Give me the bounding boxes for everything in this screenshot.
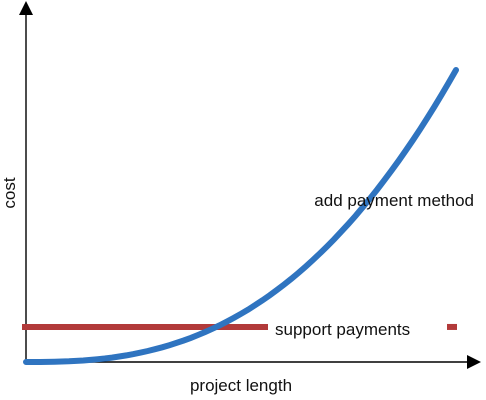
series-label-add-payment-method: add payment method — [314, 191, 474, 210]
y-axis-label: cost — [0, 177, 19, 208]
series-label-support-payments: support payments — [275, 320, 410, 339]
series-line-add-payment-method — [23, 67, 459, 365]
x-axis-label: project length — [190, 376, 292, 395]
